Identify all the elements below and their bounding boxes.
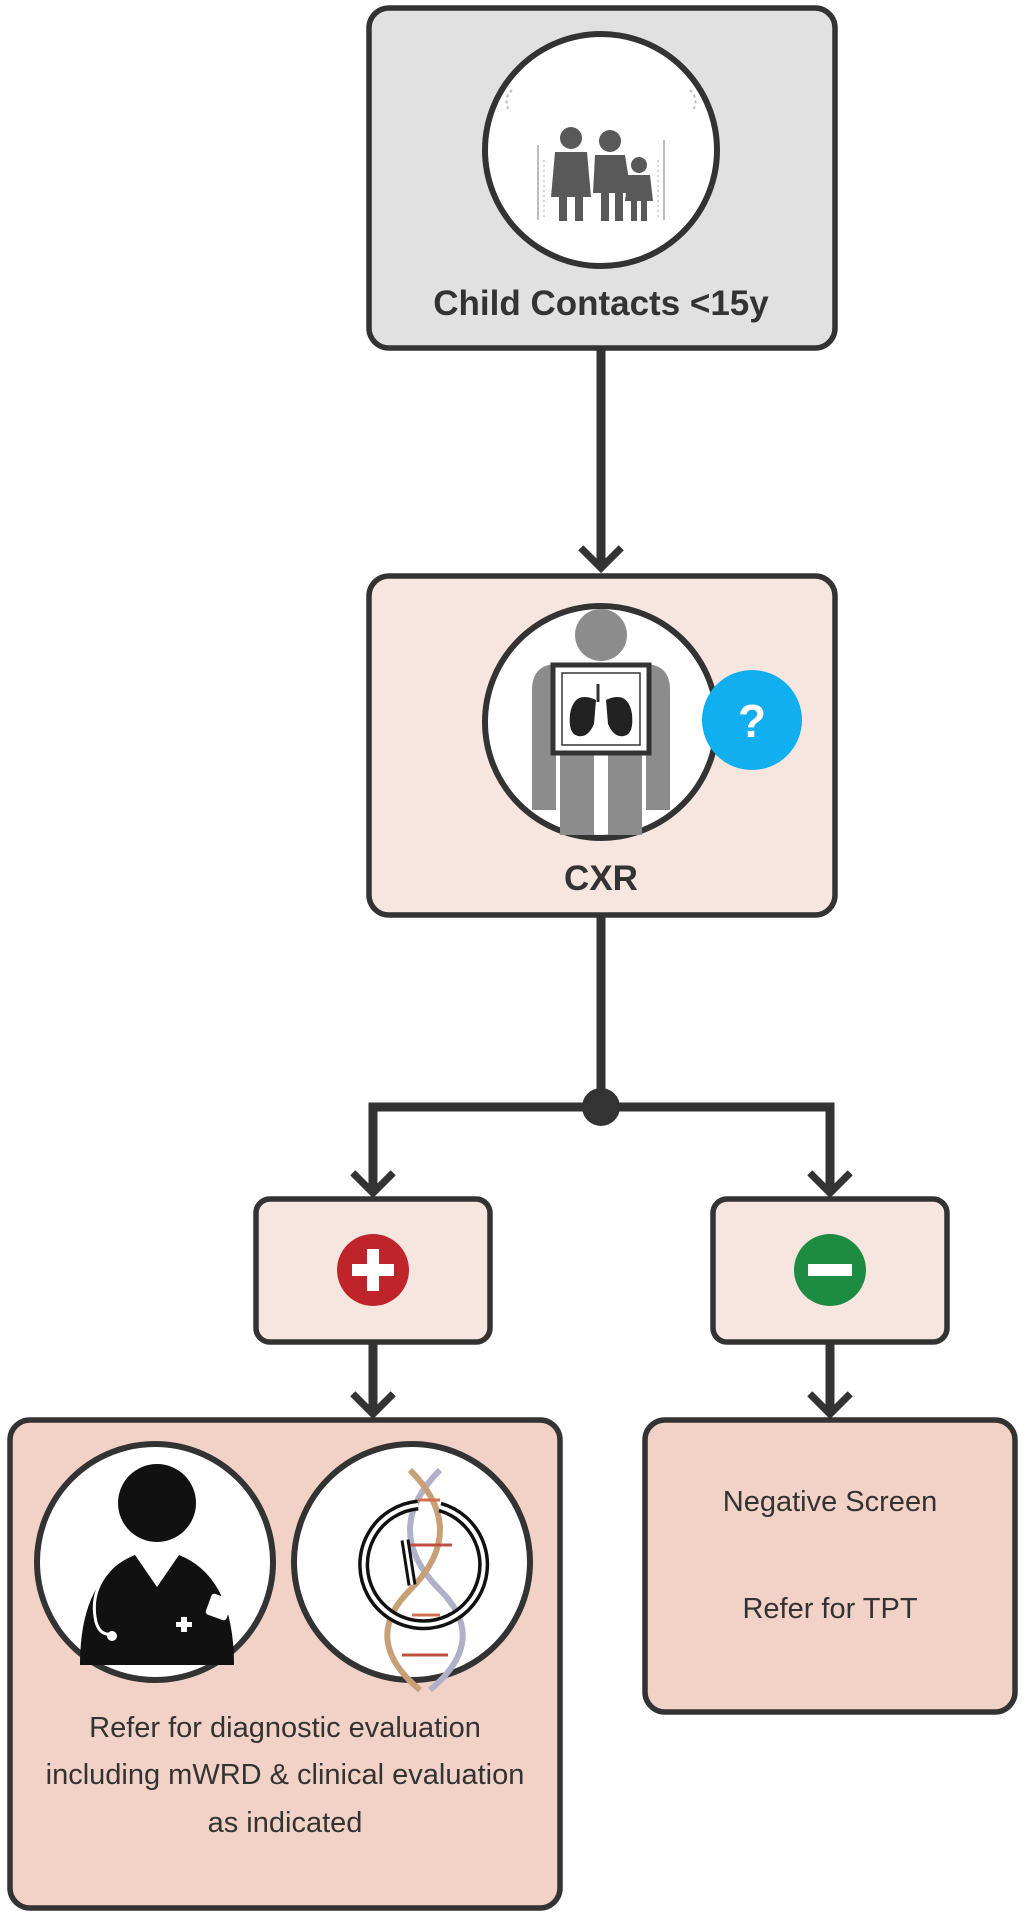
negative-screen-node: Negative Screen Refer for TPT: [642, 1417, 1018, 1715]
contacts-icon-circle: [482, 31, 720, 269]
negative-node: [710, 1196, 950, 1345]
evaluation-line-3: as indicated: [208, 1807, 363, 1839]
negative-screen-line-2: Refer for TPT: [742, 1593, 917, 1625]
contacts-label: Child Contacts <15y: [433, 284, 769, 323]
negative-screen-line-1: Negative Screen: [723, 1486, 937, 1518]
arrow-split-to-negative: [601, 1102, 830, 1193]
question-mark-icon: [702, 670, 802, 770]
evaluation-line-2: including mWRD & clinical evaluation: [46, 1759, 525, 1791]
chest-xray-icon: [532, 609, 670, 835]
question-badge-text: ?: [738, 695, 766, 747]
positive-node: [253, 1196, 493, 1345]
evaluation-node: Refer for diagnostic evaluation includin…: [7, 1417, 563, 1911]
negative-screen-box: [642, 1417, 1018, 1715]
connectors: [373, 348, 830, 1414]
junction-dot: [582, 1088, 620, 1126]
cxr-label: CXR: [564, 859, 638, 898]
arrow-split-to-positive: [373, 1102, 601, 1193]
evaluation-line-1: Refer for diagnostic evaluation: [89, 1712, 481, 1744]
family-icon: [505, 89, 697, 221]
contacts-node: Child Contacts <15y: [366, 5, 838, 351]
cxr-node: ? CXR: [366, 573, 838, 918]
molecular-test-icon: [358, 1467, 490, 1693]
doctor-icon: [80, 1464, 234, 1665]
